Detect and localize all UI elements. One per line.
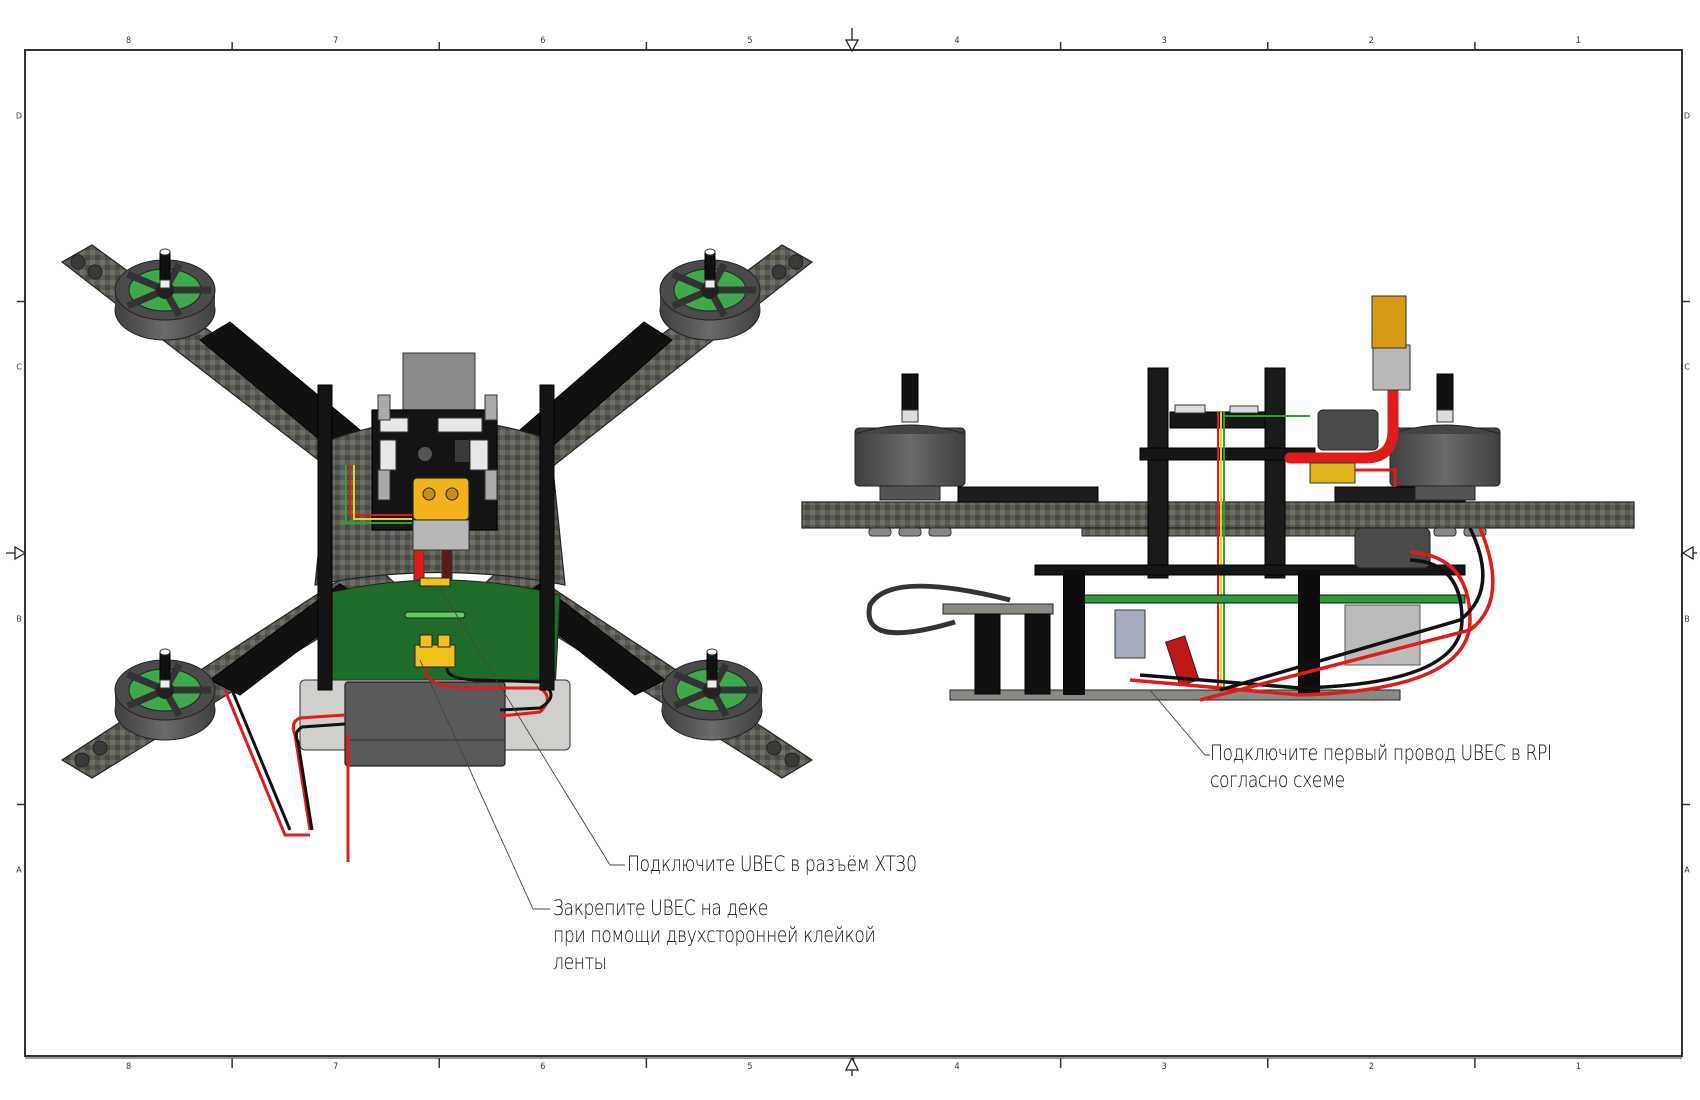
motor <box>659 248 761 341</box>
xt60-connector <box>1371 295 1407 349</box>
ubec-side-wire-red <box>1129 550 1472 697</box>
zone-label-bottom: 4 <box>954 1062 960 1072</box>
zone-label-right: B <box>1684 614 1690 624</box>
zone-label-top: 6 <box>540 36 546 46</box>
flight-controller-stack <box>345 352 498 587</box>
zone-label-left: C <box>16 362 22 372</box>
center-marker-left <box>6 545 27 561</box>
leader-connect-rpi <box>1149 689 1210 756</box>
zone-label-bottom: 6 <box>540 1062 546 1072</box>
zone-label-left: A <box>16 865 22 875</box>
capacitor <box>1317 409 1379 451</box>
motor-wire-red <box>223 689 310 837</box>
motor <box>661 648 763 741</box>
rpi-power-plug <box>1165 635 1200 687</box>
center-marker-right <box>1681 545 1697 561</box>
zone-label-top: 8 <box>125 36 132 46</box>
note-mount-ubec-line2: при помощи двухсторонней клейкой <box>553 923 876 947</box>
leader-connect-xt30 <box>439 587 625 866</box>
center-marker-top <box>844 28 860 53</box>
leader-lines <box>419 587 1210 910</box>
standoff <box>317 384 333 691</box>
zone-label-bottom: 3 <box>1161 1062 1167 1072</box>
motor <box>114 648 216 741</box>
zone-label-top: 5 <box>747 36 753 46</box>
zone-label-top: 2 <box>1368 36 1374 46</box>
zone-label-right: A <box>1684 865 1690 875</box>
side-standoff <box>1147 367 1169 579</box>
note-mount-ubec-line1: Закрепите UBEC на деке <box>553 896 768 920</box>
note-connect-rpi-line2: согласно схеме <box>1210 768 1345 792</box>
note-connect-xt30: Подключите UBEC в разъём XT30 <box>627 851 917 878</box>
note-mount-ubec-line3: ленты <box>553 950 607 974</box>
zone-label-left: D <box>15 111 23 121</box>
zone-label-bottom: 2 <box>1368 1062 1374 1072</box>
zone-label-top: 4 <box>954 36 960 46</box>
side-standoff <box>1264 367 1286 579</box>
ubec-module <box>344 681 506 767</box>
zone-label-bottom: 5 <box>747 1062 753 1072</box>
motor-wire-black <box>230 689 292 831</box>
battery-lead-red <box>1284 379 1399 464</box>
zone-label-top: 1 <box>1575 36 1582 46</box>
note-connect-xt30-text: Подключите UBEC в разъём XT30 <box>627 852 917 876</box>
xt30-connector <box>414 634 456 668</box>
zone-label-top: 7 <box>333 36 339 46</box>
top-isometric-view <box>60 244 814 862</box>
zone-label-bottom: 1 <box>1575 1062 1582 1072</box>
note-connect-rpi-line1: Подключите первый провод UBEC в RPI <box>1210 741 1552 765</box>
note-connect-rpi: Подключите первый провод UBEC в RPI согл… <box>1210 740 1552 794</box>
camera-ribbon <box>866 583 1011 636</box>
xt30-side <box>1309 462 1356 484</box>
zone-label-bottom: 7 <box>333 1062 339 1072</box>
standoff <box>539 384 555 691</box>
ubec-side-wire-black <box>1139 558 1464 690</box>
side-motor <box>1389 373 1501 537</box>
xt60-housing <box>1372 344 1411 391</box>
side-motor <box>854 373 966 537</box>
zone-label-right: C <box>1684 362 1690 372</box>
center-marker-bottom <box>844 1056 860 1076</box>
battery-wire-black <box>294 722 346 831</box>
leader-mount-ubec <box>419 659 550 910</box>
note-mount-ubec: Закрепите UBEC на деке при помощи двухст… <box>553 895 876 976</box>
zone-label-right: D <box>1683 111 1691 121</box>
motor <box>114 248 216 341</box>
zone-label-bottom: 8 <box>125 1062 132 1072</box>
zone-label-top: 3 <box>1161 36 1167 46</box>
ubec-side <box>1354 527 1431 569</box>
zone-label-left: B <box>16 614 22 624</box>
side-view <box>801 295 1635 702</box>
